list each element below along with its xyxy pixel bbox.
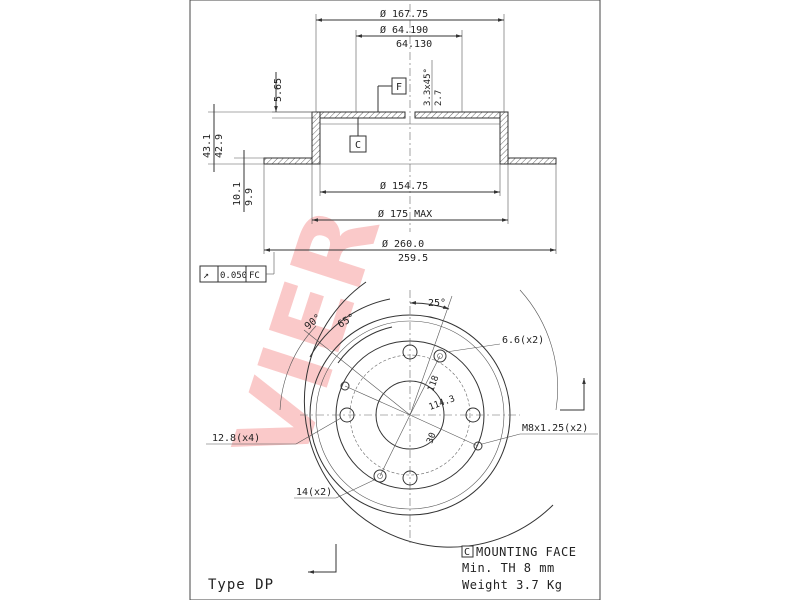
locating-hole [373, 469, 387, 483]
radial-line [379, 414, 411, 477]
mounting-face-note: MOUNTING FACE [476, 545, 576, 559]
dim-bore-min-label: 64.130 [396, 39, 432, 50]
rotation-arrow-right [560, 378, 586, 411]
hole-14-leader [335, 479, 375, 499]
dim-thick-min-label: 9.9 [244, 188, 255, 206]
angle-arc-outer [279, 325, 317, 411]
friction-ring-right [507, 157, 557, 165]
hole-128-leader [295, 417, 342, 445]
outer-disc-edge-right [519, 289, 558, 411]
dim-260-min-label: 259.5 [398, 253, 428, 264]
drawing-frame [189, 0, 601, 600]
dim-thick-max-label: 10.1 [232, 182, 243, 206]
type-label: Type DP [208, 577, 274, 593]
locating-hole-inner [377, 473, 383, 479]
mounting-marker: C [464, 547, 470, 558]
bolt-hole [402, 470, 418, 486]
dim-height-min-label: 42.9 [214, 134, 225, 158]
ref-f-box [391, 77, 407, 95]
min-thickness-note: Min. TH 8 mm [462, 561, 555, 575]
hat-wall-left [311, 111, 321, 165]
dim-15475-label: Ø 154.75 [380, 180, 428, 192]
section-view: Ø 167.75 Ø 64.190 64.130 F C 3.3x45° 2.7… [199, 4, 557, 283]
ref-f-label: F [396, 82, 402, 93]
front-view: 25° 90° 65° 6.6(x2) 118 114.3 30 M8x1.25… [206, 281, 598, 574]
dim-565-label: 5.65 [273, 78, 284, 102]
locating-hole-inner [437, 353, 443, 359]
locating-hole [433, 349, 447, 363]
dim-16775-label: Ø 167.75 [380, 8, 428, 20]
runout-value: 0.050 [220, 271, 247, 281]
radial-line [344, 385, 411, 416]
outer-disc-edge [303, 281, 554, 548]
angle-ref-line [409, 295, 453, 416]
angle-25-label: 25° [428, 298, 446, 309]
mounting-marker-box [461, 545, 474, 558]
r30-label: 30 [425, 431, 438, 445]
hat-top-left [319, 111, 406, 119]
thread-hole [340, 381, 350, 391]
bolt-hole [465, 407, 481, 423]
runout-symbol-icon: ↗ [203, 270, 209, 281]
hat-top-right [414, 111, 501, 119]
bolt-hole [339, 407, 355, 423]
angle-arc-65 [337, 326, 393, 364]
ref-c-box [349, 135, 367, 153]
dim-260-max-label: Ø 260.0 [382, 238, 424, 250]
rotation-arrow-bottom [308, 544, 337, 574]
bolt-hole [402, 344, 418, 360]
hat-wall-right [499, 111, 509, 165]
thread-hole [473, 441, 483, 451]
notes-block: C MOUNTING FACE Min. TH 8 mm Weight 3.7 … [461, 545, 576, 592]
thread-label: M8x1.25(x2) [522, 423, 588, 434]
radial-line [409, 355, 441, 416]
angle-arc-90 [309, 298, 391, 358]
r118-label: 118 [426, 374, 441, 393]
friction-ring-left [263, 157, 313, 165]
radial-line [409, 414, 479, 447]
chamfer-b-label: 2.7 [434, 90, 444, 106]
r1143-label: 114.3 [428, 394, 457, 413]
ref-c-label: C [355, 140, 361, 151]
hole-14-label: 14(x2) [296, 487, 332, 498]
thread-leader [481, 433, 521, 445]
dim-bore-max-label: Ø 64.190 [380, 24, 428, 36]
hole-66-leader [445, 343, 501, 353]
dim-175-label: Ø 175 MAX [378, 208, 432, 220]
hole-128-label: 12.8(x4) [212, 433, 260, 444]
runout-datum: FC [249, 271, 260, 281]
angle-ref-line [303, 329, 411, 416]
chamfer-label: 3.3x45° [423, 68, 433, 106]
dim-height-max-label: 43.1 [202, 134, 213, 158]
angle-arc-25 [409, 301, 450, 310]
hole-66-label: 6.6(x2) [502, 335, 544, 346]
runout-tolerance-frame: ↗ 0.050 FC [199, 252, 275, 283]
weight-note: Weight 3.7 Kg [462, 578, 562, 592]
